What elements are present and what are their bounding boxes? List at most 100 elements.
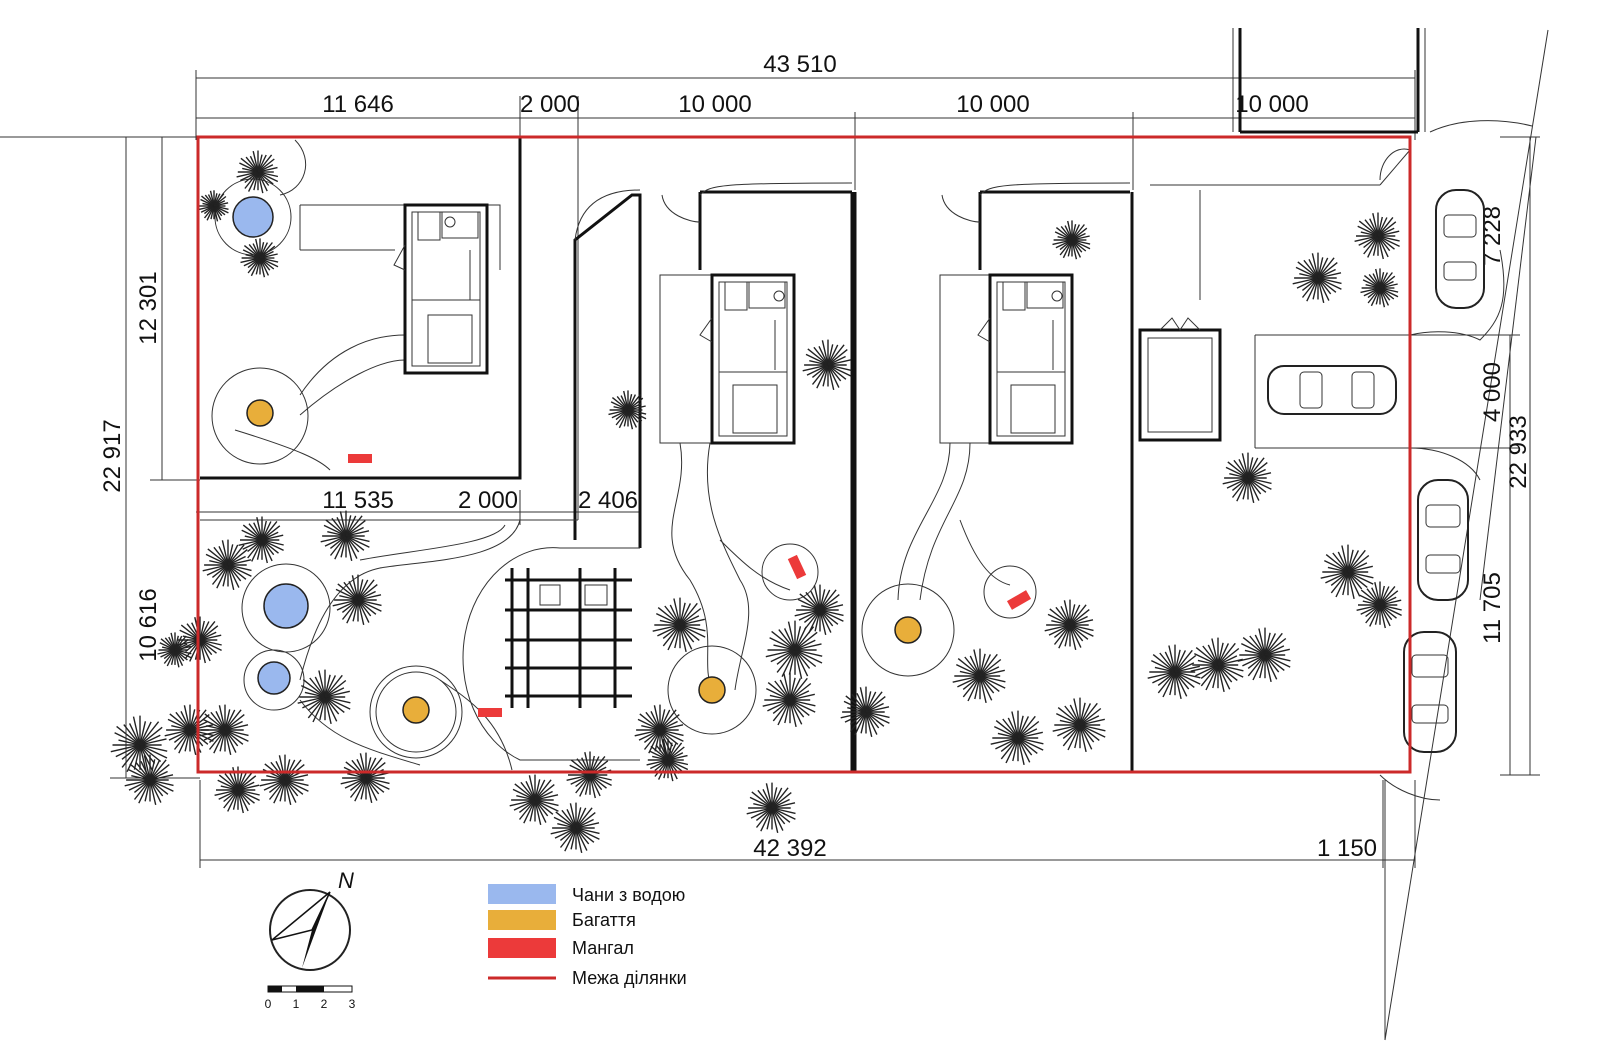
legend-label-water: Чани з водою	[572, 885, 685, 905]
tree-icon	[746, 782, 796, 834]
dim-bottom-right: 1 150	[1317, 835, 1377, 862]
legend-label-grill: Мангал	[572, 938, 634, 958]
car-icon	[1267, 365, 1397, 415]
dim-mid-seg-1: 11 535	[322, 487, 394, 514]
legend-swatch-water	[488, 884, 556, 904]
tree-icon	[566, 751, 612, 799]
bonfire-deck-ring	[861, 583, 955, 677]
tree-icon	[214, 766, 260, 814]
car-icon	[1403, 631, 1457, 753]
tree-icon	[952, 648, 1006, 704]
zone-walls	[200, 135, 1411, 772]
bonfire-icon	[402, 696, 430, 724]
dim-top-seg-1: 11 646	[322, 91, 394, 118]
tree-icon	[1360, 268, 1399, 308]
water-tub-icon	[257, 661, 291, 695]
grill-icon	[348, 454, 372, 463]
dim-top-seg-5: 10 000	[1235, 91, 1308, 118]
stair-deck	[505, 568, 632, 708]
scale-label-3: 3	[349, 997, 356, 1011]
north-arrow-icon: N	[269, 868, 354, 971]
bonfire-deck-ring	[667, 645, 757, 735]
trees	[110, 150, 1402, 854]
cabin-3	[977, 273, 1074, 445]
tree-icon	[1356, 581, 1402, 629]
dim-right-total: 22 933	[1505, 415, 1532, 488]
tree-icon	[198, 190, 229, 222]
bonfire-icon	[894, 616, 922, 644]
rings	[211, 178, 1037, 759]
tree-icon	[124, 754, 174, 806]
tree-icon	[794, 584, 844, 636]
tree-icon	[164, 704, 214, 756]
tree-icon	[1190, 637, 1244, 693]
plot-boundary	[196, 135, 1412, 774]
scale-label-0: 0	[265, 997, 272, 1011]
scale-bar: 0 1 2 3	[265, 985, 356, 1011]
tree-icon	[765, 620, 823, 679]
water-tub-icon	[263, 583, 309, 629]
legend-label-bonfire: Багаття	[572, 910, 636, 930]
scale-label-1: 1	[293, 997, 300, 1011]
tree-icon	[1052, 697, 1106, 753]
tree-icon	[320, 510, 370, 562]
dim-top-seg-3: 10 000	[678, 91, 751, 118]
bonfires	[246, 399, 922, 724]
tree-icon	[1354, 212, 1400, 260]
dim-left-lower: 10 616	[135, 588, 162, 661]
grill-deck-ring	[761, 543, 819, 601]
tree-icon	[762, 672, 816, 728]
grill-icon	[1006, 590, 1032, 610]
water-tub-icon	[232, 196, 274, 238]
tree-icon	[236, 150, 279, 194]
tree-icon	[240, 238, 279, 278]
tree-icon	[634, 704, 684, 756]
tree-icon	[1052, 220, 1091, 260]
cars	[1267, 189, 1485, 753]
tree-icon	[509, 774, 559, 826]
dim-top-seg-2: 2 000	[520, 91, 580, 118]
dim-right-lower: 11 705	[1479, 572, 1506, 644]
tree-icon	[340, 752, 390, 804]
bonfire-icon	[246, 399, 274, 427]
dim-top-total: 43 510	[763, 51, 836, 78]
tree-icon	[840, 686, 890, 738]
car-icon	[1435, 189, 1485, 309]
tree-icon	[297, 669, 351, 725]
tree-icon	[259, 754, 309, 806]
legend-label-boundary: Межа ділянки	[572, 968, 687, 988]
tree-icon	[990, 710, 1044, 766]
dim-top-seg-4: 10 000	[956, 91, 1029, 118]
tree-icon	[1044, 599, 1094, 651]
cabin-1	[393, 203, 489, 375]
bonfire-icon	[698, 676, 726, 704]
dim-bottom-total: 42 392	[753, 835, 826, 862]
dimension-lines	[0, 28, 1549, 1041]
tree-icon	[157, 632, 192, 668]
legend-swatch-grill	[488, 938, 556, 958]
shed	[1138, 317, 1222, 442]
tree-icon	[199, 704, 249, 756]
dim-mid-seg-2: 2 000	[458, 487, 518, 514]
tree-icon	[202, 539, 252, 591]
tree-icon	[652, 597, 706, 653]
car-icon	[1417, 479, 1469, 601]
scale-label-2: 2	[321, 997, 328, 1011]
tree-icon	[332, 574, 382, 626]
bonfire-deck-ring	[211, 367, 309, 465]
tree-icon	[238, 516, 284, 564]
tree-icon	[550, 802, 600, 854]
legend-swatch-bonfire	[488, 910, 556, 930]
tree-icon	[1147, 644, 1201, 700]
walkways	[234, 120, 1533, 801]
dim-left-total: 22 917	[99, 419, 126, 492]
legend: Чани з водою Багаття Мангал Межа ділянки	[488, 884, 687, 988]
dim-mid-seg-3: 2 406	[578, 487, 638, 514]
dim-right-mid: 4 000	[1479, 362, 1506, 422]
tree-icon	[1237, 627, 1291, 683]
bonfire-deck-ring	[369, 665, 463, 759]
bonfire-deck-inner-ring	[375, 671, 457, 753]
tree-icon	[1320, 544, 1374, 600]
cabin-2	[699, 273, 796, 445]
